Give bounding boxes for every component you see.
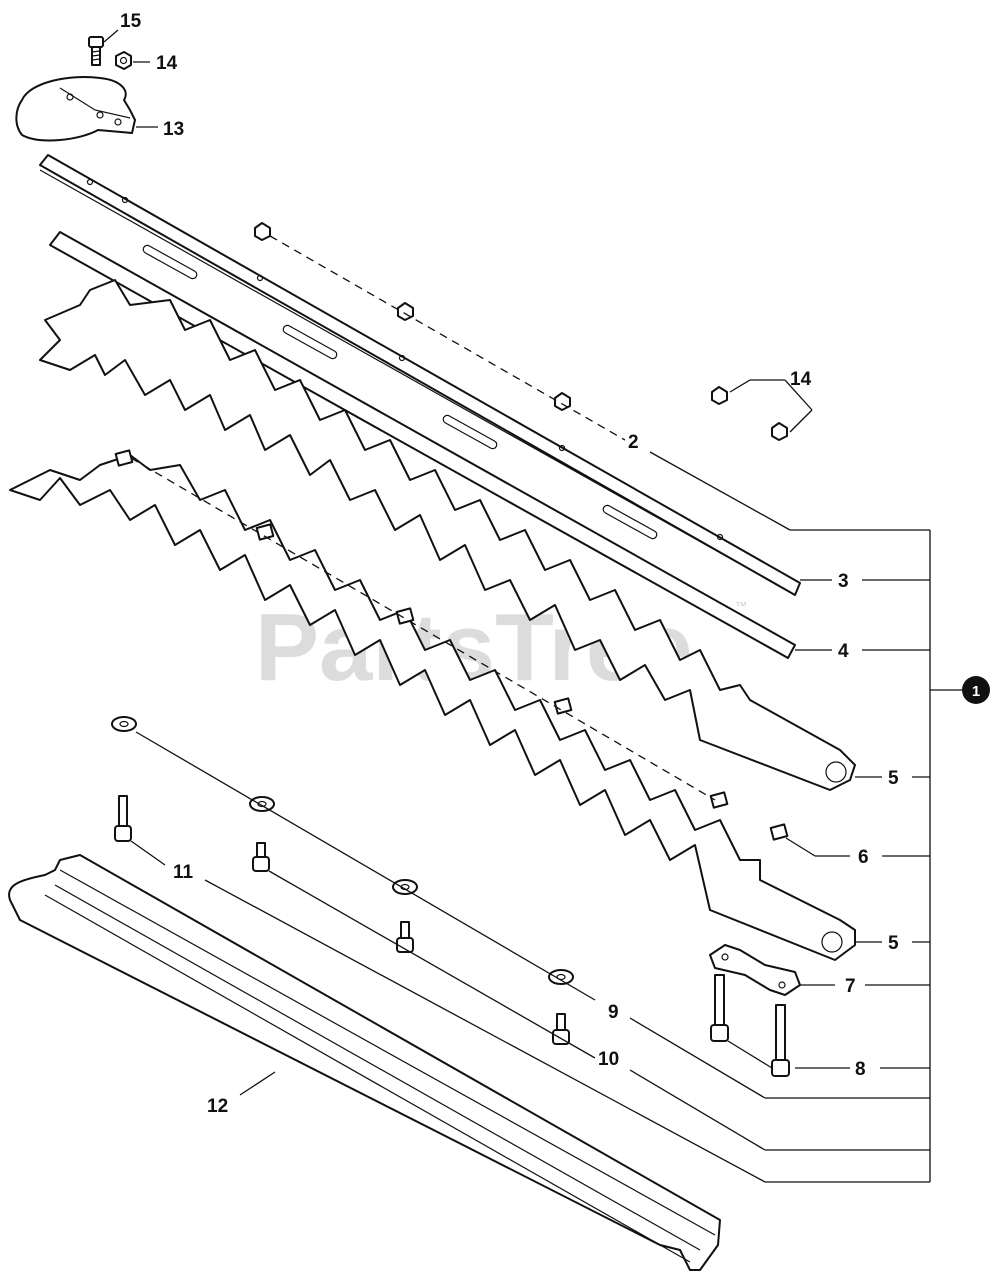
part-12-channel[interactable]	[8, 854, 721, 1271]
leader-lines	[103, 29, 962, 1183]
callout-8: 8	[855, 1059, 866, 1080]
part-15-screw[interactable]	[88, 36, 104, 66]
callout-14-right: 14	[790, 369, 812, 390]
callout-4: 4	[838, 641, 849, 662]
part-13-guard-plate[interactable]	[15, 76, 136, 142]
assembly-ref-badge: 1	[962, 676, 990, 704]
part-4-spacer-bar[interactable]	[49, 231, 796, 659]
callout-14-top: 14	[156, 53, 178, 74]
part-9-washers[interactable]	[111, 716, 574, 985]
callout-15: 15	[120, 11, 142, 32]
callout-2: 2	[628, 432, 639, 453]
watermark-trademark: ™	[735, 599, 747, 613]
callout-13: 13	[163, 119, 184, 140]
callout-6: 6	[858, 847, 869, 868]
callout-5-lower: 5	[888, 933, 899, 954]
callout-9: 9	[608, 1002, 619, 1023]
callout-11: 11	[173, 862, 194, 883]
assembly-ref-number: 1	[972, 683, 980, 700]
callout-12: 12	[207, 1096, 228, 1117]
callout-10: 10	[598, 1049, 619, 1070]
part-5-lower-blade[interactable]	[9, 454, 856, 961]
callout-5-upper: 5	[888, 768, 899, 789]
part-8-long-bolts[interactable]	[710, 974, 790, 1077]
callout-3: 3	[838, 571, 849, 592]
part-14-nut-top[interactable]	[115, 51, 132, 70]
callout-labels: 15 14 13 14 2 3 4 5 6 5 7 8 9 10 11 12	[120, 11, 899, 1117]
part-5-upper-blade[interactable]	[39, 279, 856, 791]
callout-7: 7	[845, 976, 856, 997]
part-10-bolt[interactable]	[552, 1013, 570, 1045]
part-3-upper-bar[interactable]	[39, 154, 801, 596]
